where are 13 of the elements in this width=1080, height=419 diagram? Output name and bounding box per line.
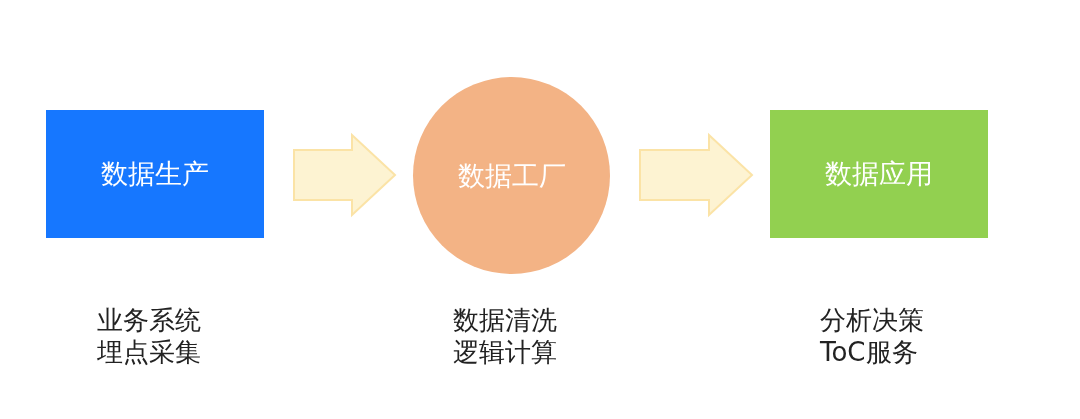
process-box [46, 110, 264, 238]
caption-text: 埋点采集 [97, 337, 201, 367]
caption-text: 业务系统 [97, 305, 201, 335]
caption-text: ToC服务 [820, 337, 918, 367]
block-arrow [293, 132, 397, 218]
caption-text: 逻辑计算 [453, 337, 557, 367]
caption-text: 数据清洗 [453, 305, 557, 335]
process-box [770, 110, 988, 238]
node-label: 数据工厂 [457, 158, 566, 193]
caption-text: 分析决策 [820, 305, 924, 335]
node-label: 数据应用 [825, 157, 933, 191]
node-label: 数据生产 [101, 157, 209, 191]
block-arrow [639, 132, 754, 218]
